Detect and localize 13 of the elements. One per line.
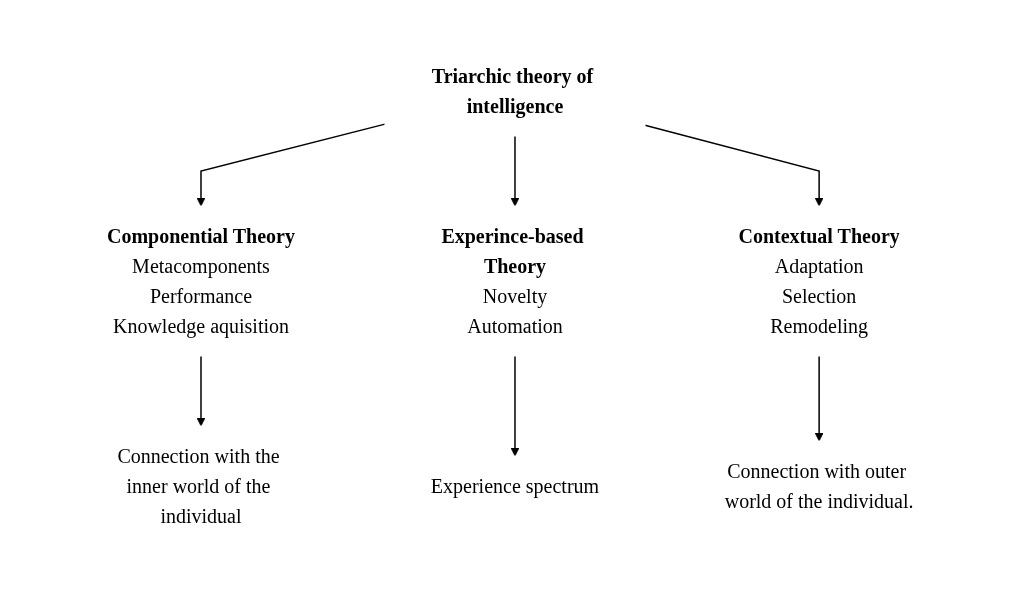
arrow xyxy=(511,135,520,207)
arrow xyxy=(815,355,824,442)
node-text: Triarchic theory of intelligence xyxy=(432,65,594,117)
node-text: Contextual Theory Adaptation Selection Remodeling xyxy=(738,225,901,337)
arrow xyxy=(511,355,520,457)
node-text: Experince-based Theory Novelty Automation xyxy=(441,225,585,337)
node-text: Componential Theory Metacomponents Performance Knowledge aquisition xyxy=(107,225,296,337)
node-text: Connection with outer world of the individual. xyxy=(725,460,914,512)
arrow xyxy=(644,124,824,207)
node-text: Experience spectrum xyxy=(431,475,600,497)
arrow xyxy=(197,123,387,207)
node-text: Connection with the inner world of the individual xyxy=(117,445,281,527)
arrow xyxy=(197,355,206,427)
